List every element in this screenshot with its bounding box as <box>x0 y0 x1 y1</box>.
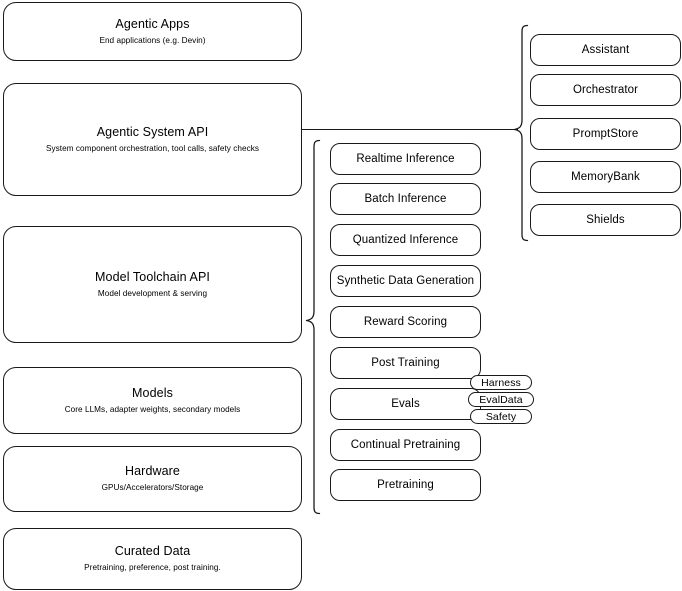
layer-subtitle: Core LLMs, adapter weights, secondary mo… <box>64 404 241 414</box>
connector-system-api-to-components <box>302 129 518 131</box>
layer-title: Agentic System API <box>96 124 209 139</box>
capability-label: Reward Scoring <box>363 316 448 328</box>
layer-subtitle: GPUs/Accelerators/Storage <box>101 483 204 492</box>
capability-label: Quantized Inference <box>352 234 459 246</box>
capability-label: Realtime Inference <box>356 153 455 165</box>
capability-realtime-inference[interactable]: Realtime Inference <box>330 143 481 175</box>
component-promptstore[interactable]: PromptStore <box>530 118 681 150</box>
component-label: PromptStore <box>572 128 639 140</box>
capability-evals[interactable]: Evals <box>330 388 481 420</box>
eval-pill-safety[interactable]: Safety <box>470 409 532 424</box>
component-label: Orchestrator <box>572 84 639 96</box>
capability-label: Post Training <box>371 357 440 369</box>
component-label: Shields <box>586 214 625 226</box>
capability-label: Evals <box>391 398 420 410</box>
layer-hardware[interactable]: Hardware GPUs/Accelerators/Storage <box>3 446 302 512</box>
capability-label: Synthetic Data Generation <box>336 275 475 287</box>
layer-curated-data[interactable]: Curated Data Pretraining, preference, po… <box>3 528 302 590</box>
capability-batch-inference[interactable]: Batch Inference <box>330 183 481 215</box>
component-label: Assistant <box>581 44 630 56</box>
component-orchestrator[interactable]: Orchestrator <box>530 74 681 106</box>
capability-quantized-inference[interactable]: Quantized Inference <box>330 224 481 256</box>
capability-synthetic-data-generation[interactable]: Synthetic Data Generation <box>330 265 481 297</box>
component-shields[interactable]: Shields <box>530 204 681 236</box>
capability-reward-scoring[interactable]: Reward Scoring <box>330 306 481 338</box>
eval-pill-label: Safety <box>485 410 517 423</box>
layer-title: Models <box>132 385 173 400</box>
capability-label: Continual Pretraining <box>350 439 461 451</box>
layer-agentic-system-api[interactable]: Agentic System API System component orch… <box>3 83 302 196</box>
component-memorybank[interactable]: MemoryBank <box>530 161 681 193</box>
brace-toolchain-capabilities <box>305 139 321 515</box>
capability-post-training[interactable]: Post Training <box>330 347 481 379</box>
layer-subtitle: Pretraining, preference, post training. <box>84 563 221 572</box>
layer-model-toolchain-api[interactable]: Model Toolchain API Model development & … <box>3 226 302 343</box>
layer-subtitle: Model development & serving <box>97 288 208 298</box>
layer-title: Model Toolchain API <box>95 269 210 284</box>
layer-title: Hardware <box>125 464 180 478</box>
layer-agentic-apps[interactable]: Agentic Apps End applications (e.g. Devi… <box>3 2 302 61</box>
capability-continual-pretraining[interactable]: Continual Pretraining <box>330 429 481 461</box>
eval-pill-label: Harness <box>481 376 521 389</box>
layer-models[interactable]: Models Core LLMs, adapter weights, secon… <box>3 367 302 434</box>
component-label: MemoryBank <box>571 171 640 183</box>
layer-title: Curated Data <box>114 544 191 558</box>
capability-label: Batch Inference <box>364 193 447 205</box>
eval-pill-label: EvalData <box>479 393 523 406</box>
eval-pill-evaldata[interactable]: EvalData <box>468 392 534 407</box>
capability-label: Pretraining <box>377 479 434 491</box>
layer-title: Agentic Apps <box>115 16 190 31</box>
layer-subtitle: System component orchestration, tool cal… <box>45 143 260 153</box>
component-assistant[interactable]: Assistant <box>530 34 681 66</box>
eval-pill-harness[interactable]: Harness <box>470 375 532 390</box>
capability-pretraining[interactable]: Pretraining <box>330 469 481 501</box>
layer-subtitle: End applications (e.g. Devin) <box>99 35 206 45</box>
brace-system-components <box>513 24 529 242</box>
